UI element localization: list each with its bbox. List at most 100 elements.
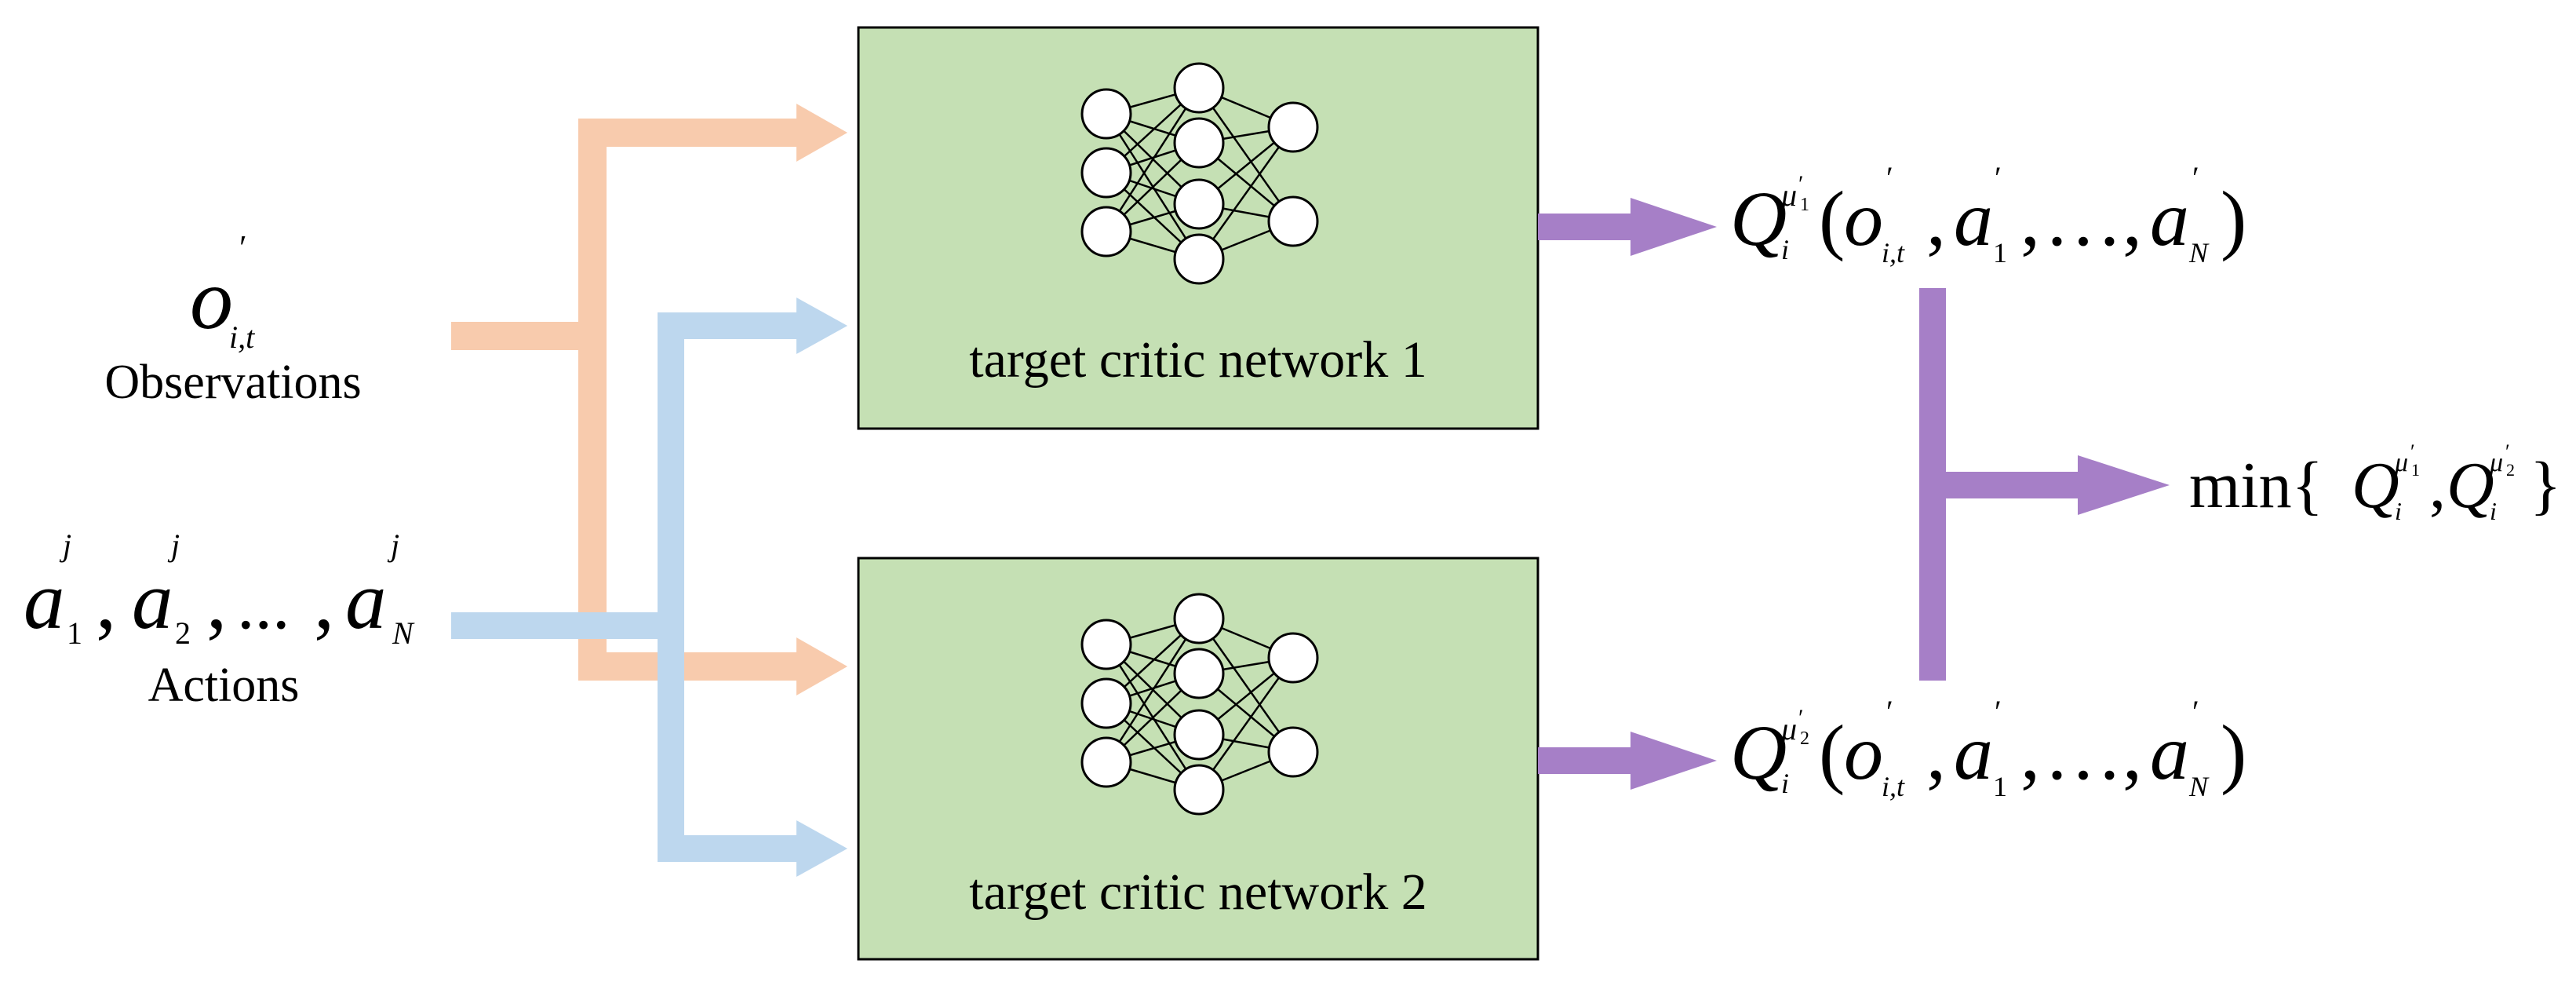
q2-expression: Q i μ ′ 2 ( o ′ i,t , a ′ 1 , … , a ′ N … (1730, 694, 2246, 802)
nn-node (1173, 233, 1225, 285)
q1-open: ( (1819, 175, 1845, 262)
action-ellipsis: ... (237, 566, 290, 644)
q2-a1-sub: 1 (1993, 771, 2007, 802)
q2-close: ) (2221, 709, 2246, 796)
q2-mu: μ (1780, 711, 1797, 747)
nn-node (1080, 147, 1132, 199)
min-Q2-mu-prime: ′ (2505, 440, 2510, 463)
nn-edge (1197, 618, 1295, 753)
min-Q2-sub-i: i (2490, 497, 2497, 525)
action-an: a (345, 554, 387, 646)
actions-input: a j 1 , a j 2 , ... , a j N Actions (24, 528, 415, 712)
nn-node (1173, 709, 1225, 761)
action-a2-sup: j (167, 528, 180, 563)
q2-a1-prime: ′ (1995, 694, 2002, 729)
nn-node (1080, 88, 1132, 140)
action-comma-2: , (206, 554, 227, 646)
q1-aN-sub: N (2188, 237, 2210, 268)
min-expression: min{ Q i μ ′ 1 , Q i μ ′ 2 } (2189, 440, 2561, 525)
nn-node (1173, 764, 1225, 816)
action-a1-sub: 1 (67, 615, 82, 651)
q2-aN-prime: ′ (2192, 694, 2199, 729)
min-Q2: Q (2447, 449, 2494, 522)
q1-a1: a (1954, 175, 1993, 262)
q1-aN-prime: ′ (2192, 160, 2199, 195)
output-arrows (1538, 198, 2170, 790)
nn-edge (1105, 618, 1201, 763)
observation-prime: ′ (239, 228, 247, 267)
q2-o-prime: ′ (1886, 694, 1893, 729)
action-a1: a (24, 554, 65, 646)
neural-network-icon (1080, 593, 1319, 816)
nn-node (1080, 619, 1132, 670)
q2-Q: Q (1730, 709, 1787, 796)
action-a2-sub: 2 (175, 615, 191, 651)
q2-dots: … (2044, 709, 2122, 796)
q2-mu-prime: ′ (1798, 705, 1804, 731)
network-label-1: target critic network 1 (969, 331, 1426, 389)
q1-o-prime: ′ (1886, 160, 1893, 195)
q2-aN: a (2150, 709, 2189, 796)
nn-node (1173, 117, 1225, 169)
nn-node (1173, 648, 1225, 699)
min-Q1-sub-i: i (2395, 497, 2402, 525)
action-a2: a (132, 554, 173, 646)
q2-comma-2: , (2020, 709, 2040, 796)
nn-node (1080, 677, 1132, 729)
q1-comma-1: , (1926, 175, 1946, 262)
nn-node (1267, 632, 1319, 684)
action-comma-1: , (96, 554, 116, 646)
q2-o: o (1844, 709, 1883, 796)
nn-node (1173, 178, 1225, 230)
q2-mu-sub: 2 (1800, 728, 1809, 749)
min-comma: , (2429, 449, 2446, 522)
nn-node (1080, 206, 1132, 257)
nn-edge (1197, 126, 1295, 260)
action-an-sub: N (392, 615, 415, 651)
q2-sub-i: i (1781, 768, 1789, 799)
q1-a1-sub: 1 (1993, 237, 2007, 268)
min-Q1-mu-prime: ′ (2410, 440, 2415, 463)
q1-comma-3: , (2122, 175, 2142, 262)
action-a1-sup: j (59, 528, 71, 563)
q1-sub-i: i (1781, 234, 1789, 265)
q1-expression: Q i μ ′ 1 ( o ′ i,t , a ′ 1 , … , a ′ N … (1730, 160, 2246, 268)
q1-aN: a (2150, 175, 2189, 262)
q1-mu-sub: 1 (1800, 195, 1809, 215)
observations-input: o ′ i,t Observations (104, 228, 361, 409)
q2-a1: a (1954, 709, 1993, 796)
q1-a1-prime: ′ (1995, 160, 2002, 195)
q1-mu-prime: ′ (1798, 171, 1804, 197)
neural-network-icon (1080, 62, 1319, 285)
action-comma-3: , (314, 554, 334, 646)
q2-aN-sub: N (2188, 771, 2210, 802)
action-an-sup: j (387, 528, 399, 563)
nn-node (1267, 195, 1319, 247)
nn-node (1267, 101, 1319, 153)
q1-dots: … (2044, 175, 2122, 262)
observation-arrows (451, 104, 847, 695)
q2-open: ( (1819, 709, 1845, 796)
nn-edge (1197, 87, 1295, 222)
nn-node (1173, 593, 1225, 644)
nn-edge (1197, 657, 1295, 790)
nn-node (1267, 726, 1319, 778)
q1-o: o (1844, 175, 1883, 262)
network-label-2: target critic network 2 (969, 863, 1426, 921)
nn-node (1080, 736, 1132, 788)
min-prefix: min{ (2189, 449, 2323, 522)
q1-mu: μ (1780, 177, 1797, 213)
min-Q1-mu-sub: 1 (2411, 460, 2420, 480)
q2-o-sub: i,t (1882, 771, 1905, 802)
actions-caption: Actions (148, 659, 300, 712)
q1-Q: Q (1730, 175, 1787, 262)
action-arrows (451, 298, 847, 877)
nn-edge (1105, 87, 1201, 232)
min-Q1-mu: μ (2394, 448, 2408, 477)
min-Q2-mu: μ (2489, 448, 2503, 477)
q1-o-sub: i,t (1882, 237, 1905, 268)
q2-comma-3: , (2122, 709, 2142, 796)
observation-subscript: i,t (229, 319, 255, 355)
nn-node (1173, 62, 1225, 114)
